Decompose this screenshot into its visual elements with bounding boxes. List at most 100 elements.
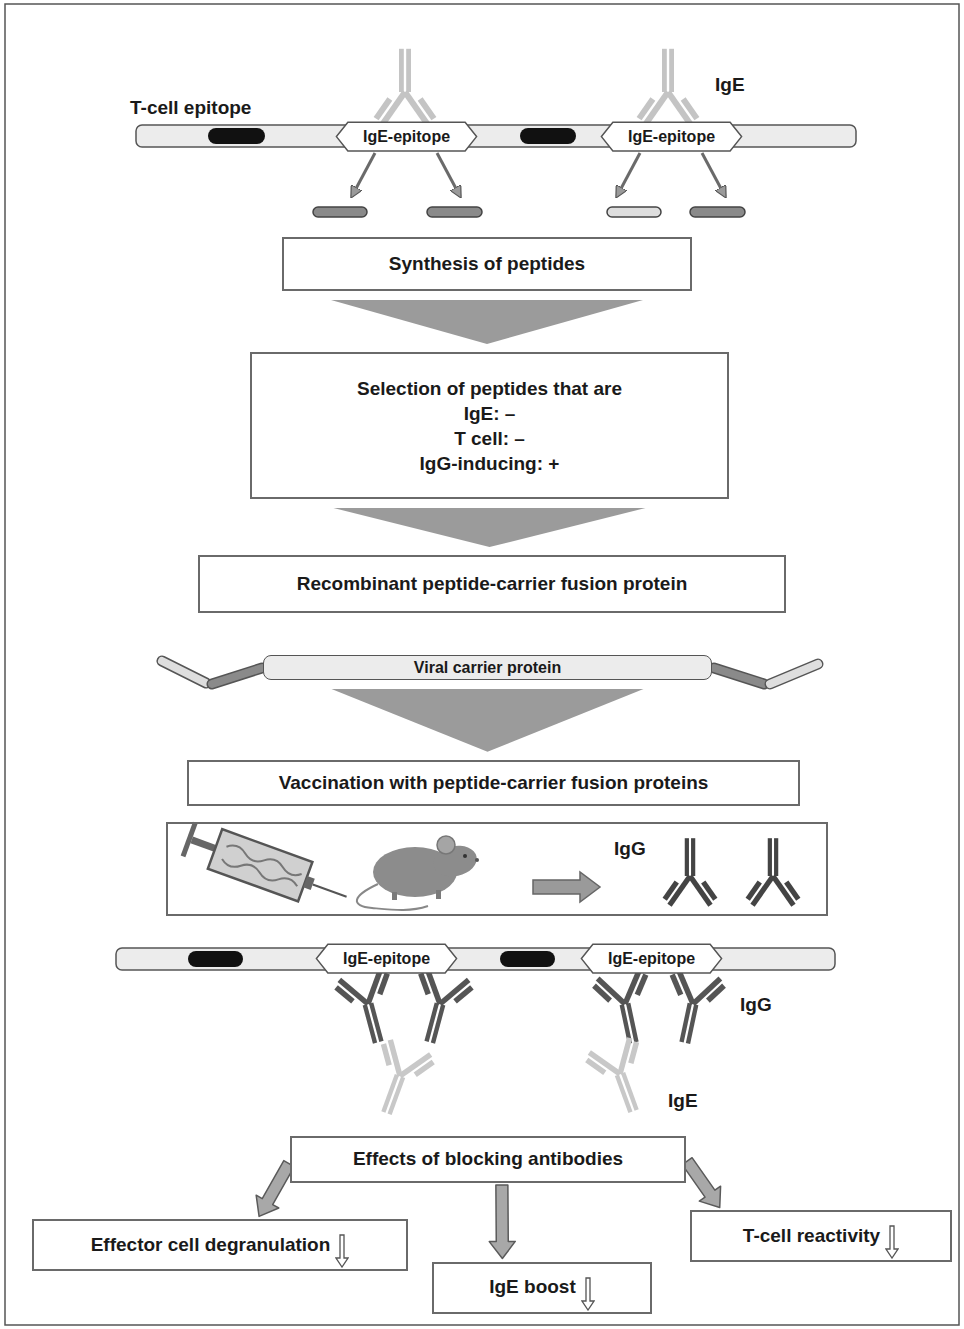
peptide-arrow: [702, 153, 725, 196]
epitope-hexagon: IgE-epitope: [315, 944, 458, 973]
effect-box: IgE boost: [432, 1262, 652, 1314]
syringe-needle: [313, 884, 347, 896]
decrease-arrow-shape: [582, 1278, 594, 1310]
effect-box: T-cell reactivity: [690, 1210, 952, 1262]
igg-antibody: [401, 965, 478, 1050]
node-text: IgE boost: [489, 1275, 576, 1300]
node-text: T-cell reactivity: [743, 1224, 880, 1249]
flow-arrow: [331, 300, 643, 344]
igg-antibody: [331, 965, 408, 1050]
decrease-arrow: [581, 1277, 595, 1311]
peptide: [714, 668, 764, 684]
block-arrow: [256, 1161, 294, 1217]
decrease-arrow-shape: [886, 1226, 898, 1258]
t-cell-epitope: [520, 128, 576, 144]
peptide: [212, 668, 262, 684]
node-text: Recombinant peptide-carrier fusion prote…: [297, 572, 688, 597]
node-text: IgE-epitope: [343, 949, 430, 968]
result-arrow: [533, 872, 600, 902]
t-cell-epitope: [208, 128, 265, 144]
peptide-arrow: [617, 153, 640, 196]
effect-box: Effector cell degranulation: [32, 1219, 408, 1271]
igg-antibody: [744, 838, 801, 907]
flow-arrow: [334, 508, 646, 547]
peptide-outline: [714, 668, 764, 684]
peptide-arrow: [352, 153, 375, 196]
hexagon-shape: [601, 123, 741, 152]
figure-label: IgE: [668, 1089, 698, 1114]
hexagon-shape: [336, 123, 476, 152]
label-anchor: IgG: [740, 993, 772, 1018]
block-arrow: [682, 1158, 720, 1208]
igg-antibody: [655, 966, 729, 1049]
node-text: IgE-epitope: [608, 949, 695, 968]
process-box: Selection of peptides that areIgE: –T ce…: [250, 352, 729, 499]
hexagon-shape: [316, 945, 456, 974]
carrier-protein-bar: Viral carrier protein: [263, 655, 712, 680]
mouse-ear: [437, 836, 455, 854]
epitope-hexagon: IgE-epitope: [600, 122, 743, 151]
igg-antibody: [661, 838, 718, 907]
peptide: [162, 661, 206, 683]
outer-frame: [5, 4, 959, 1325]
mouse: [357, 836, 480, 910]
node-text: IgG: [614, 837, 646, 862]
mouse-eye: [463, 854, 467, 858]
ige-antibody: [581, 1033, 662, 1121]
node-text: IgE-epitope: [628, 127, 715, 146]
peptide-outline: [162, 661, 206, 683]
figure-label: IgG: [740, 993, 772, 1018]
node-text: IgE: –: [464, 401, 516, 426]
vaccine-content: [221, 855, 299, 890]
t-cell-epitope: [500, 951, 555, 967]
label-anchor: IgE: [668, 1089, 698, 1114]
allergen-bar: [116, 948, 835, 970]
node-text: IgE-epitope: [363, 127, 450, 146]
node-text: T cell: –: [454, 426, 525, 451]
illustration-frame: IgG: [166, 822, 828, 916]
label-anchor: IgE: [715, 73, 745, 98]
process-box: Effects of blocking antibodies: [290, 1136, 686, 1183]
peptide-arrow: [437, 153, 460, 196]
mouse-leg: [392, 892, 397, 900]
node-text: IgG-inducing: +: [420, 451, 560, 476]
peptide: [690, 207, 745, 217]
peptide: [427, 207, 482, 217]
syringe-tip: [303, 876, 315, 890]
t-cell-epitope: [188, 951, 243, 967]
figure-label: IgE: [715, 73, 745, 98]
node-text: Synthesis of peptides: [389, 252, 585, 277]
figure-label: T-cell epitope: [130, 96, 251, 121]
ige-antibody: [635, 49, 700, 127]
node-text: Viral carrier protein: [414, 658, 561, 677]
node-text: Selection of peptides that are: [357, 376, 622, 401]
syringe: [180, 819, 354, 917]
peptide-outline: [212, 668, 262, 684]
process-box: Vaccination with peptide-carrier fusion …: [187, 760, 800, 807]
process-box: Recombinant peptide-carrier fusion prote…: [198, 555, 786, 613]
decrease-arrow-shape: [336, 1235, 348, 1267]
hexagon-shape: [581, 945, 721, 974]
node-text: Effects of blocking antibodies: [353, 1147, 623, 1172]
flow-arrow: [332, 689, 644, 752]
node-text: Effector cell degranulation: [91, 1233, 331, 1258]
vaccine-content: [225, 843, 303, 878]
peptide: [607, 207, 661, 217]
peptide: [770, 664, 818, 684]
epitope-hexagon: IgE-epitope: [580, 944, 723, 973]
igg-antibody: [589, 966, 663, 1049]
peptide-outline: [770, 664, 818, 684]
ige-antibody: [358, 1035, 439, 1123]
peptide-arrows: [352, 153, 725, 196]
epitope-hexagon: IgE-epitope: [335, 122, 478, 151]
block-arrow: [489, 1185, 515, 1259]
node-text: Vaccination with peptide-carrier fusion …: [279, 771, 709, 796]
process-box: Synthesis of peptides: [282, 237, 692, 291]
mouse-leg: [436, 890, 441, 899]
ige-antibody: [372, 49, 437, 127]
peptides: [313, 207, 745, 217]
mouse-nose: [475, 858, 479, 862]
label-anchor: T-cell epitope: [130, 96, 251, 121]
